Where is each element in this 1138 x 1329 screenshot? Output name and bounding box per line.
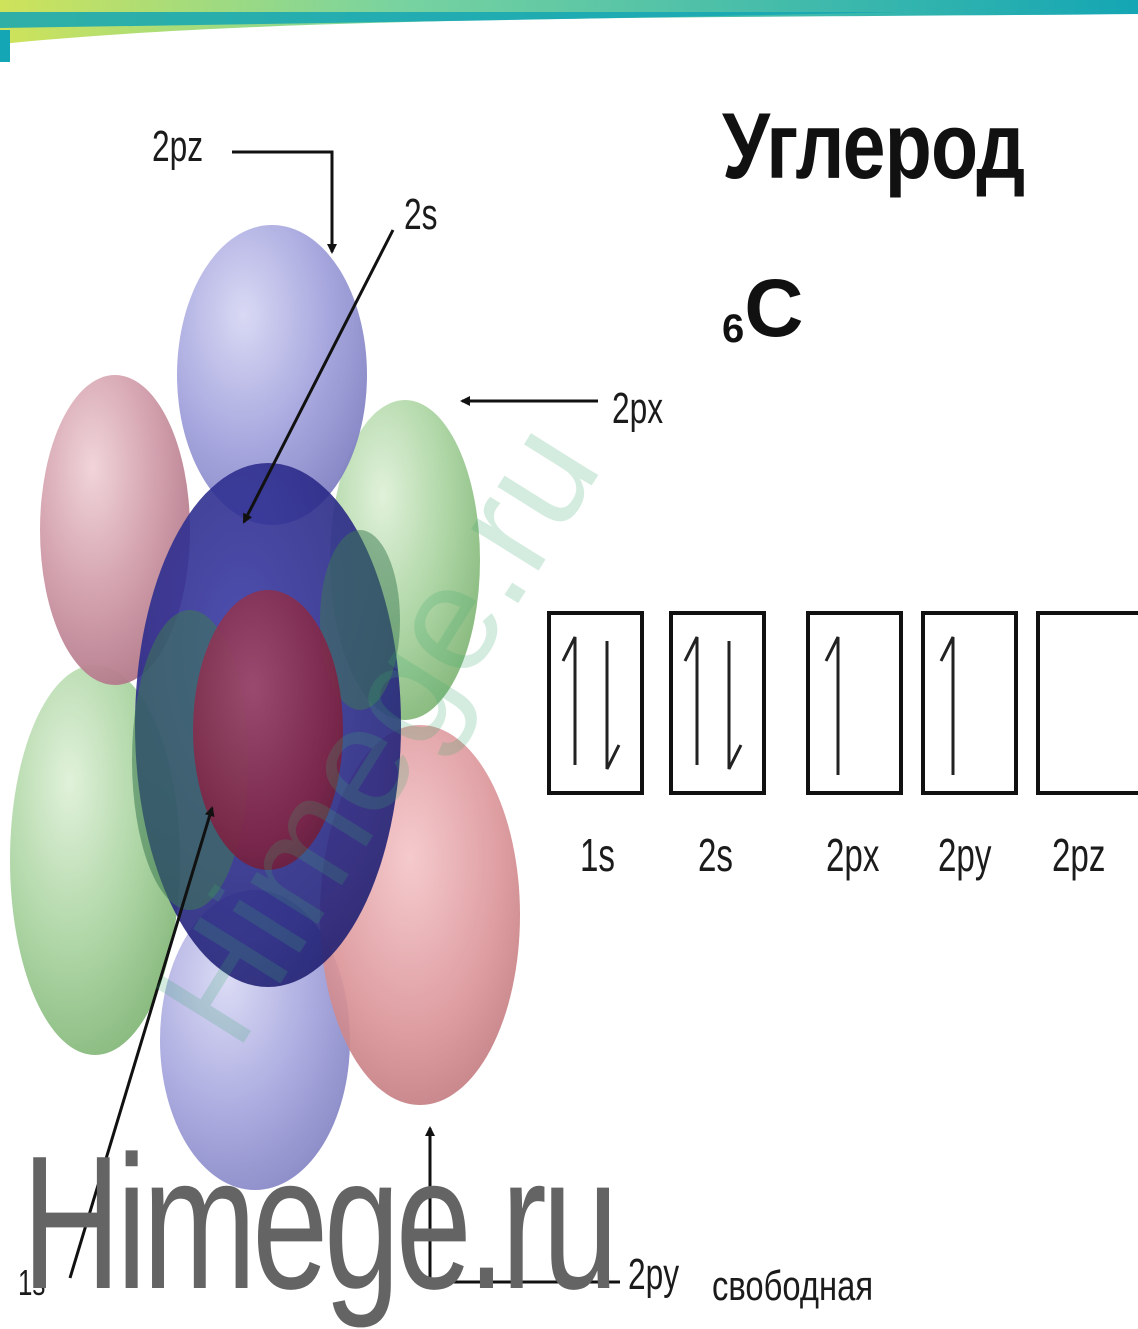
element-name-title: Углерод [722, 93, 1025, 198]
cell-label-2px: 2px [826, 829, 880, 881]
label-2px: 2px [612, 384, 664, 433]
cell-2px [806, 611, 903, 795]
label-2pz: 2pz [152, 122, 204, 171]
pointer-1s [68, 806, 215, 1279]
pointer-2pz [232, 150, 337, 254]
pointer-2s [242, 229, 395, 524]
electron-pair-arrows [561, 636, 621, 770]
electron-pair-arrows [683, 636, 743, 770]
label-2s: 2s [404, 190, 438, 239]
label-2py: 2py [628, 1250, 680, 1299]
cell-1s [547, 611, 644, 795]
pointer-2py [425, 1126, 620, 1284]
cell-label-1s: 1s [580, 829, 615, 881]
element-letter: C [744, 263, 804, 354]
cell-2s [669, 611, 766, 795]
atomic-number: 6 [722, 307, 745, 351]
cell-2py [921, 611, 1018, 795]
label-1s: 1s [18, 1262, 46, 1303]
cell-2pz [1036, 611, 1138, 795]
electron-up-arrow [939, 636, 955, 775]
orbital-1s-sphere [193, 590, 343, 870]
cell-label-2s: 2s [698, 829, 733, 881]
element-symbol: 6C [722, 262, 803, 356]
top-decorative-band [0, 0, 1138, 62]
overlay-green-band-right [320, 530, 400, 710]
electron-up-arrow [824, 636, 840, 775]
cell-label-2py: 2py [938, 829, 992, 881]
watermark-text: Himege.ru [22, 1117, 618, 1329]
cell-label-2pz: 2pz [1052, 829, 1106, 881]
label-free-orbital: свободная [712, 1262, 874, 1309]
orbital-2pz-upper-lobe [177, 225, 367, 525]
